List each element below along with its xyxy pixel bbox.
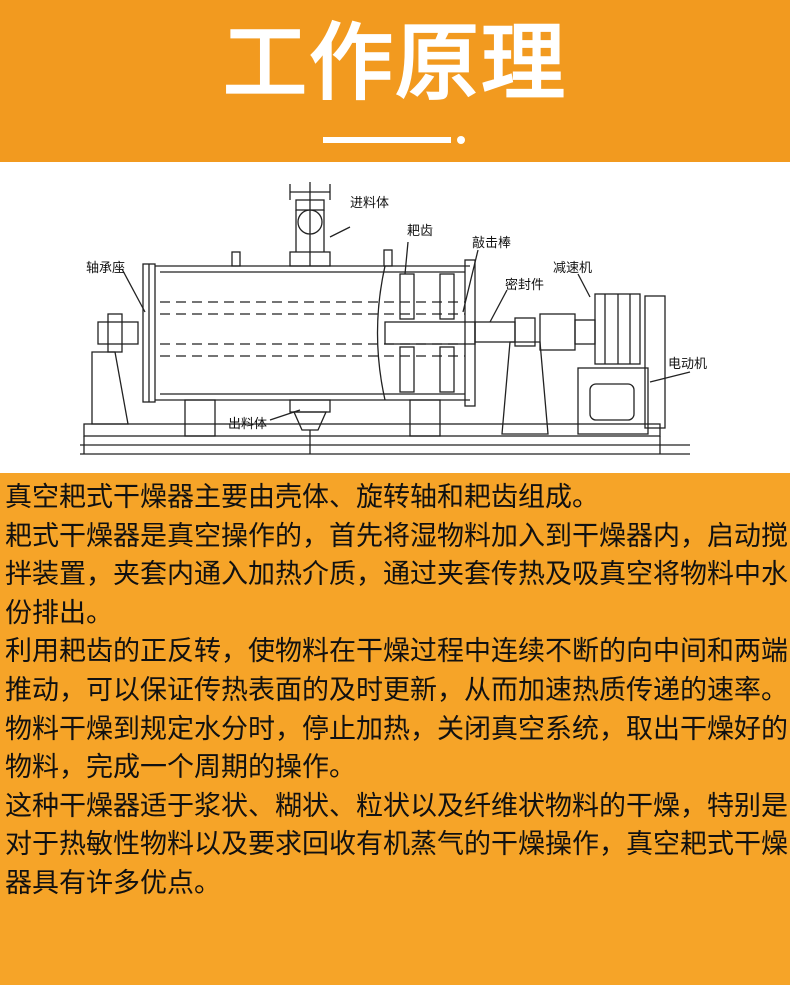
dryer-diagram: 进料体 耙齿 敲击棒 轴承座 密封件 减速机 电动机 出料体 bbox=[0, 162, 790, 473]
paragraph-5: 这种干燥器适于浆状、糊状、粒状以及纤维状物料的干燥，特别是对于热敏性物料以及要求… bbox=[5, 790, 788, 899]
header-banner: 工作原理 bbox=[0, 0, 790, 162]
label-discharge-body: 出料体 bbox=[228, 417, 267, 432]
label-seal: 密封件 bbox=[505, 277, 544, 293]
paragraph-3: 利用耙齿的正反转，使物料在干燥过程中连续不断的向中间和两端推动，可以保证传热表面… bbox=[5, 636, 788, 706]
label-striker-bar: 敲击棒 bbox=[472, 235, 511, 251]
paragraph-2: 耙式干燥器是真空操作的，首先将湿物料加入到干燥器内，启动搅拌装置，夹套内通入加热… bbox=[5, 520, 788, 629]
label-bearing-seat: 轴承座 bbox=[86, 261, 125, 276]
label-feed-body: 进料体 bbox=[350, 196, 389, 211]
paragraph-1: 真空耙式干燥器主要由壳体、旋转轴和耙齿组成。 bbox=[5, 482, 599, 513]
label-motor: 电动机 bbox=[668, 357, 707, 372]
paragraph-4: 物料干燥到规定水分时，停止加热，关闭真空系统，取出干燥好的物料，完成一个周期的操… bbox=[5, 713, 788, 784]
label-rake-teeth: 耙齿 bbox=[407, 224, 433, 239]
title-dot bbox=[457, 136, 465, 144]
dryer-drawing: 进料体 耙齿 敲击棒 轴承座 密封件 减速机 电动机 出料体 bbox=[80, 182, 707, 455]
page-title: 工作原理 bbox=[222, 14, 567, 112]
label-reducer: 减速机 bbox=[553, 261, 592, 276]
title-underline bbox=[323, 137, 451, 143]
description-section: 真空耙式干燥器主要由壳体、旋转轴和耙齿组成。 耙式干燥器是真空操作的，首先将湿物… bbox=[0, 473, 790, 985]
